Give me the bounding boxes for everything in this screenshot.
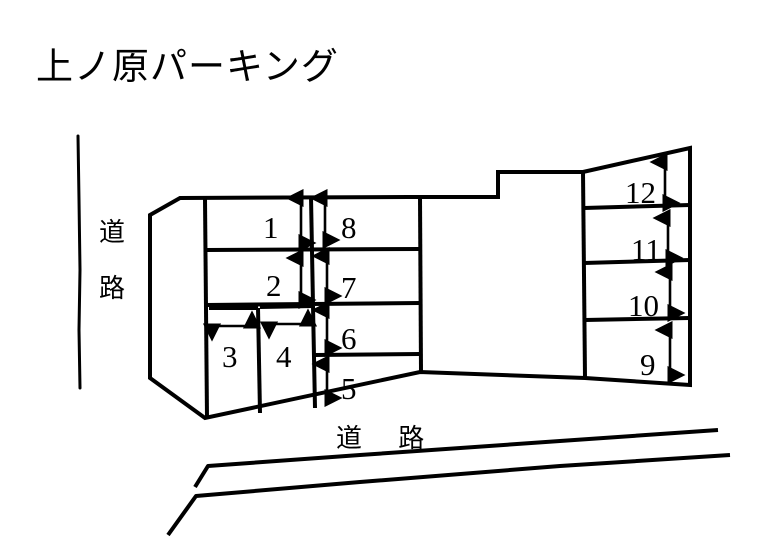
- stall-number-10: 10: [628, 288, 659, 323]
- stall-number-7: 7: [341, 270, 357, 305]
- stall-number-12: 12: [625, 175, 656, 210]
- stall-number-11: 11: [631, 232, 661, 267]
- road-label-left-char-1: 道: [98, 218, 125, 248]
- road-label-bottom: 道 路: [336, 424, 439, 454]
- dimension-arrows: [202, 152, 686, 408]
- road-label-left-char-2: 路: [98, 274, 125, 304]
- stall-number-1: 1: [263, 210, 279, 245]
- page-title: 上ノ原パーキング: [36, 45, 339, 88]
- road-bottom-boundary: [166, 428, 731, 537]
- stall-number-2: 2: [266, 268, 282, 303]
- road-left-boundary: [76, 134, 82, 390]
- road-label-left: 道 路: [92, 205, 132, 317]
- stall-number-9: 9: [640, 347, 656, 382]
- stall-number-8: 8: [341, 210, 357, 245]
- stall-number-4: 4: [276, 339, 292, 374]
- stall-number-6: 6: [341, 321, 357, 356]
- stall-number-3: 3: [222, 339, 238, 374]
- stall-number-5: 5: [341, 371, 357, 406]
